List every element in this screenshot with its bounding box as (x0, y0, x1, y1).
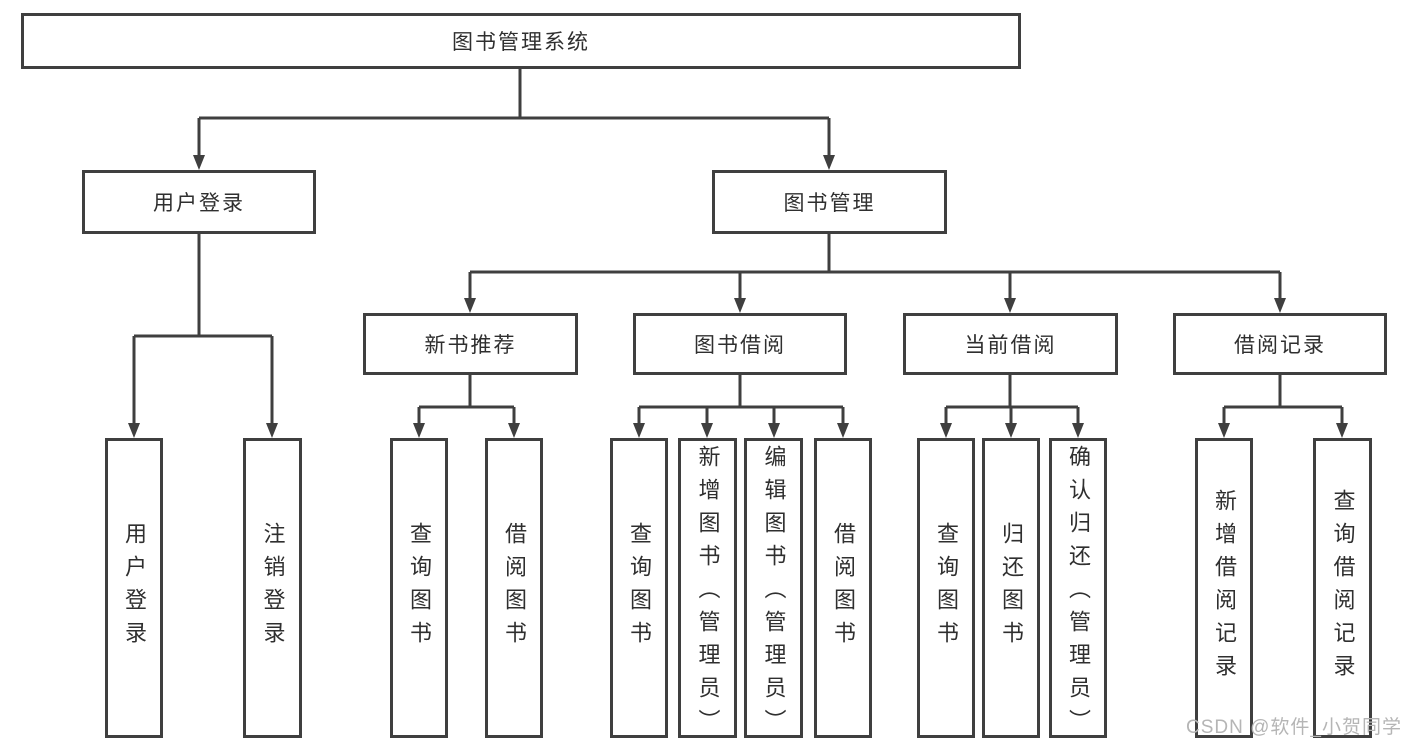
arrowhead (193, 155, 205, 170)
leaf-logout: 注销登录 (243, 438, 302, 738)
leaf-borrow-query-label: 查询图书 (627, 522, 652, 654)
node-book-borrow: 图书借阅 (633, 313, 847, 375)
arrowhead (464, 298, 476, 313)
connector-book-mgmt (468, 234, 1282, 299)
node-book-mgmt-label: 图书管理 (783, 192, 876, 215)
arrowhead (768, 423, 780, 438)
leaf-current-confirm: 确认归还（管理员） (1049, 438, 1107, 742)
node-new-books-label: 新书推荐 (424, 334, 517, 357)
connector-root (197, 68, 831, 156)
leaf-current-return: 归还图书 (982, 438, 1040, 738)
node-borrow-records: 借阅记录 (1173, 313, 1387, 375)
leaf-user-login: 用户登录 (105, 438, 163, 738)
leaf-borrow-add-label: 新增图书（管理员） (695, 445, 721, 742)
arrowhead (1005, 423, 1017, 438)
leaf-newbooks-borrow: 借阅图书 (485, 438, 543, 738)
leaf-borrow-query: 查询图书 (610, 438, 668, 738)
connector-book-borrow (637, 375, 845, 424)
leaf-current-return-label: 归还图书 (999, 522, 1024, 654)
leaf-newbooks-borrow-label: 借阅图书 (502, 522, 527, 654)
leaf-records-query-label: 查询借阅记录 (1330, 489, 1356, 687)
node-current-borrow: 当前借阅 (903, 313, 1118, 375)
arrowhead (837, 423, 849, 438)
leaf-records-add-label: 新增借阅记录 (1212, 489, 1237, 687)
node-book-mgmt: 图书管理 (712, 170, 947, 234)
arrowhead (1274, 298, 1286, 313)
node-user-login-label: 用户登录 (153, 192, 245, 215)
node-root: 图书管理系统 (21, 13, 1021, 69)
arrowhead (734, 298, 746, 313)
arrowhead (508, 423, 520, 438)
arrowhead (823, 155, 835, 170)
arrowhead (1072, 423, 1084, 438)
arrowhead (1218, 423, 1230, 438)
arrowhead (413, 423, 425, 438)
node-new-books: 新书推荐 (363, 313, 578, 375)
leaf-borrow-borrow-label: 借阅图书 (831, 522, 856, 654)
arrowhead (940, 423, 952, 438)
leaf-user-login-label: 用户登录 (122, 522, 147, 654)
leaf-records-query: 查询借阅记录 (1313, 438, 1372, 738)
leaf-records-add: 新增借阅记录 (1195, 438, 1253, 738)
arrowhead (1004, 298, 1016, 313)
leaf-current-confirm-label: 确认归还（管理员） (1066, 445, 1091, 742)
arrowhead (128, 423, 140, 438)
connector-new-books (417, 375, 516, 424)
connector-user-login (132, 234, 274, 424)
leaf-current-query-label: 查询图书 (934, 522, 959, 654)
leaf-logout-label: 注销登录 (260, 522, 286, 654)
node-book-borrow-label: 图书借阅 (694, 334, 786, 357)
arrowhead (701, 423, 713, 438)
connector-current-borrow (944, 375, 1080, 424)
leaf-newbooks-query: 查询图书 (390, 438, 448, 738)
leaf-newbooks-query-label: 查询图书 (407, 522, 432, 654)
connector-borrow-records (1222, 375, 1344, 424)
node-user-login: 用户登录 (82, 170, 316, 234)
leaf-borrow-borrow: 借阅图书 (814, 438, 872, 738)
node-current-borrow-label: 当前借阅 (964, 334, 1057, 357)
arrowhead (633, 423, 645, 438)
leaf-borrow-edit-label: 编辑图书（管理员） (761, 445, 787, 742)
leaf-current-query: 查询图书 (917, 438, 975, 738)
node-root-label: 图书管理系统 (452, 31, 590, 54)
node-borrow-records-label: 借阅记录 (1234, 334, 1326, 357)
arrowhead (266, 423, 278, 438)
leaf-borrow-edit: 编辑图书（管理员） (744, 438, 803, 742)
arrowhead (1336, 423, 1348, 438)
watermark: CSDN @软件_小贺同学 (1186, 717, 1402, 738)
leaf-borrow-add: 新增图书（管理员） (678, 438, 737, 742)
